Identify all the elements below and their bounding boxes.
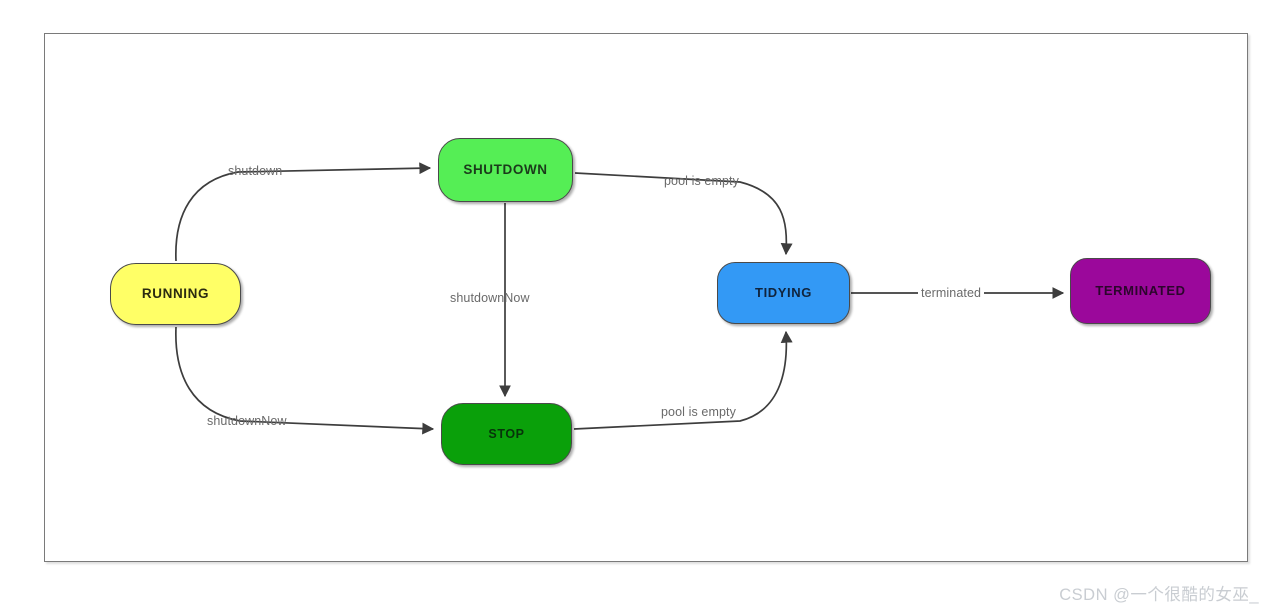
diagram-frame <box>44 33 1248 562</box>
state-node-tidying[interactable]: TIDYING <box>717 262 850 324</box>
state-node-terminated[interactable]: TERMINATED <box>1070 258 1211 324</box>
edge-label-running-stop: shutdownNow <box>207 414 287 428</box>
edge-label-running-shutdown: shutdown <box>228 164 283 178</box>
state-node-tidying-label: TIDYING <box>755 284 812 300</box>
edge-label-stop-tidying: pool is empty <box>661 405 736 419</box>
state-node-stop[interactable]: STOP <box>441 403 572 465</box>
state-node-shutdown[interactable]: SHUTDOWN <box>438 138 573 202</box>
state-node-stop-label: STOP <box>488 427 525 441</box>
edge-label-tidying-terminated: terminated <box>918 286 985 300</box>
state-node-shutdown-label: SHUTDOWN <box>463 162 548 178</box>
state-node-terminated-label: TERMINATED <box>1095 282 1186 298</box>
watermark: CSDN @一个很酷的女巫_ <box>1059 586 1259 604</box>
edge-label-shutdown-tidying: pool is empty <box>664 174 739 188</box>
edge-label-shutdown-stop: shutdownNow <box>450 291 530 305</box>
state-node-running[interactable]: RUNNING <box>110 263 241 325</box>
state-node-running-label: RUNNING <box>141 286 210 302</box>
